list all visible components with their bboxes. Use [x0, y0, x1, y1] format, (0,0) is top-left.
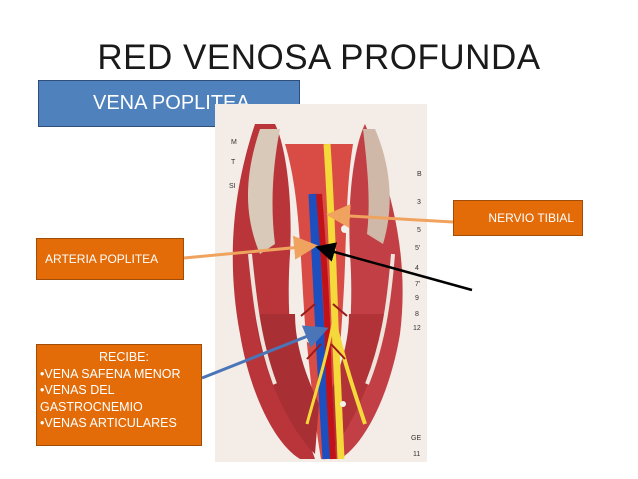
svg-text:12: 12	[413, 325, 421, 332]
nervio-tibial-label: NERVIO TIBIAL	[488, 211, 574, 225]
svg-text:5: 5	[417, 227, 421, 234]
svg-text:GE: GE	[411, 435, 421, 442]
arteria-poplitea-label: ARTERIA POPLITEA	[45, 252, 159, 266]
nervio-tibial-box: NERVIO TIBIAL	[453, 200, 583, 236]
svg-text:9: 9	[415, 295, 419, 302]
svg-text:4: 4	[415, 265, 419, 272]
svg-text:11: 11	[413, 451, 420, 458]
recibe-item: •VENAS ARTICULARES	[40, 416, 177, 430]
svg-text:3: 3	[417, 199, 421, 206]
recibe-item: •VENA SAFENA MENOR	[40, 366, 181, 381]
arteria-poplitea-box: ARTERIA POPLITEA	[36, 238, 184, 280]
recibe-item: •VENAS DEL	[40, 383, 115, 397]
svg-text:T: T	[231, 159, 236, 166]
recibe-heading: RECIBE:	[98, 350, 149, 364]
vena-poplitea-box: VENA POPLITEA	[38, 80, 300, 127]
svg-text:SI: SI	[229, 183, 236, 190]
recibe-item: GASTROCNEMIO	[40, 399, 143, 414]
recibe-box: RECIBE: •VENA SAFENA MENOR •VENAS DEL GA…	[36, 344, 202, 446]
anatomy-illustration: M T SI B 3 5 5' 4 7' 9 8 12 GE 11	[215, 104, 427, 462]
svg-text:8: 8	[415, 311, 419, 318]
vena-poplitea-label: VENA POPLITEA	[93, 92, 250, 114]
slide-title: RED VENOSA PROFUNDA	[97, 38, 541, 77]
svg-text:7': 7'	[415, 281, 420, 288]
svg-text:M: M	[231, 139, 237, 146]
svg-text:5': 5'	[415, 245, 420, 252]
svg-text:B: B	[417, 171, 422, 178]
